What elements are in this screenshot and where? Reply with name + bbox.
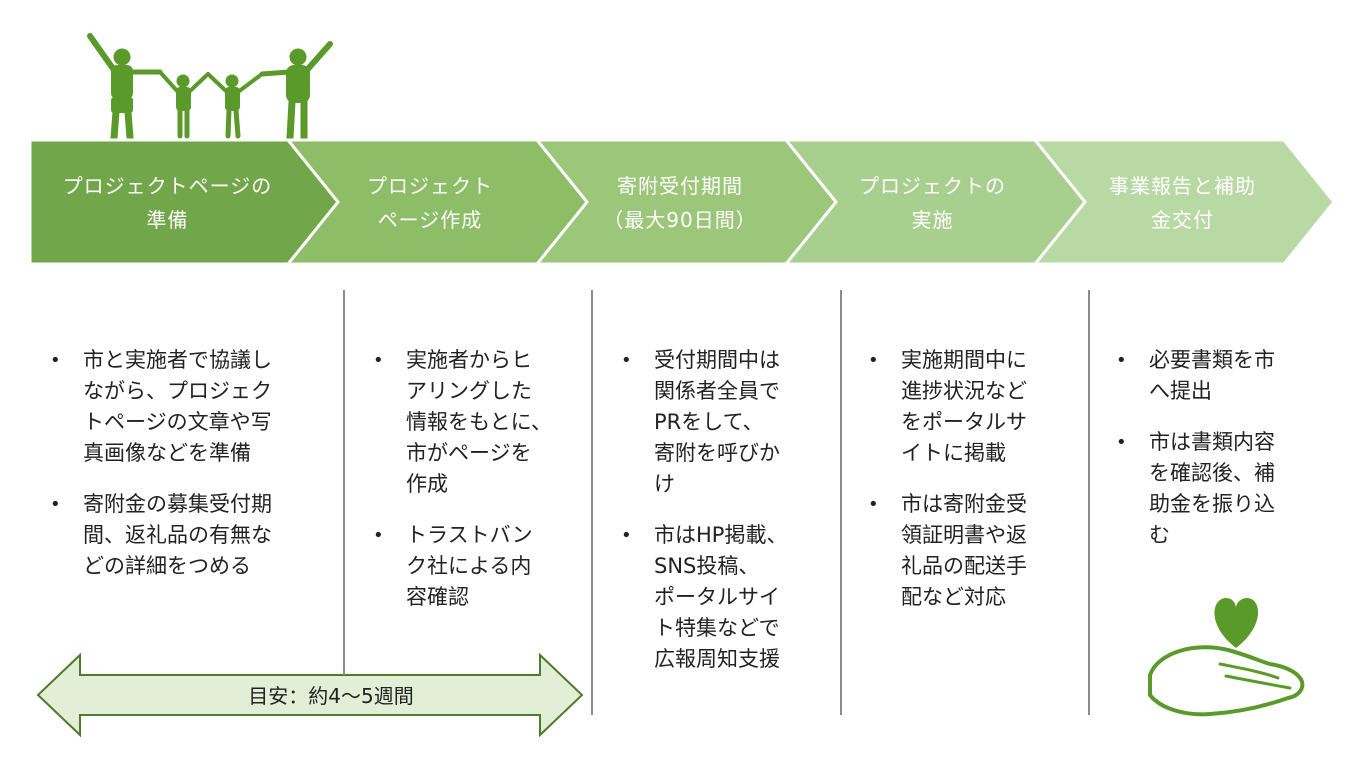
bullet-item: 市は書類内容 を確認後、補 助金を振り込 む — [1116, 427, 1331, 551]
column-divider — [1088, 290, 1090, 715]
heart-hand-icon — [1148, 598, 1305, 717]
bullet-item: 実施期間中に 進捗状況など をポータルサ イトに掲載 — [868, 345, 1083, 469]
bullet-item: 市と実施者で協議し ながら、プロジェク トページの文章や写 真画像などを準備 — [50, 345, 335, 469]
bullet-item: 実施者からヒ アリングした 情報をもとに、 市がページを 作成 — [373, 345, 588, 500]
column-step-5: 必要書類を市 へ提出 市は書類内容 を確認後、補 助金を振り込 む — [1116, 345, 1331, 571]
column-divider — [591, 290, 593, 715]
column-step-1: 市と実施者で協議し ながら、プロジェク トページの文章や写 真画像などを準備 寄… — [50, 345, 335, 602]
duration-double-arrow — [36, 652, 584, 738]
bullet-item: 市はHP掲載、 SNS投稿、 ポータルサイ ト特集などで 広報周知支援 — [621, 520, 836, 675]
bullet-item: 市は寄附金受 領証明書や返 礼品の配送手 配など対応 — [868, 489, 1083, 613]
column-step-4: 実施期間中に 進捗状況など をポータルサ イトに掲載 市は寄附金受 領証明書や返… — [868, 345, 1083, 633]
step-1-label: プロジェクトページの 準備 — [62, 174, 273, 232]
chevron-step-1 — [28, 138, 340, 266]
column-step-2: 実施者からヒ アリングした 情報をもとに、 市がページを 作成 トラストバン ク… — [373, 345, 588, 633]
step-3-label: 寄附受付期間 （最大90日間） — [603, 174, 757, 232]
step-4-label: プロジェクトの 実施 — [859, 174, 1006, 232]
column-divider — [343, 290, 345, 675]
step-2-label: プロジェクト ページ作成 — [367, 174, 493, 232]
column-divider — [840, 290, 842, 715]
family-silhouette-icon — [87, 33, 333, 142]
column-step-3: 受付期間中は 関係者全員で PRをして、 寄附を呼びか け 市はHP掲載、 SN… — [621, 345, 836, 695]
bullet-item: 受付期間中は 関係者全員で PRをして、 寄附を呼びか け — [621, 345, 836, 500]
bullet-item: トラストバン ク社による内 容確認 — [373, 520, 588, 613]
bullet-item: 寄附金の募集受付期 間、返礼品の有無な どの詳細をつめる — [50, 489, 335, 582]
step-5-label: 事業報告と補助 金交付 — [1109, 174, 1256, 232]
duration-label: 目安：約4〜5週間 — [248, 684, 414, 708]
bullet-item: 必要書類を市 へ提出 — [1116, 345, 1331, 407]
